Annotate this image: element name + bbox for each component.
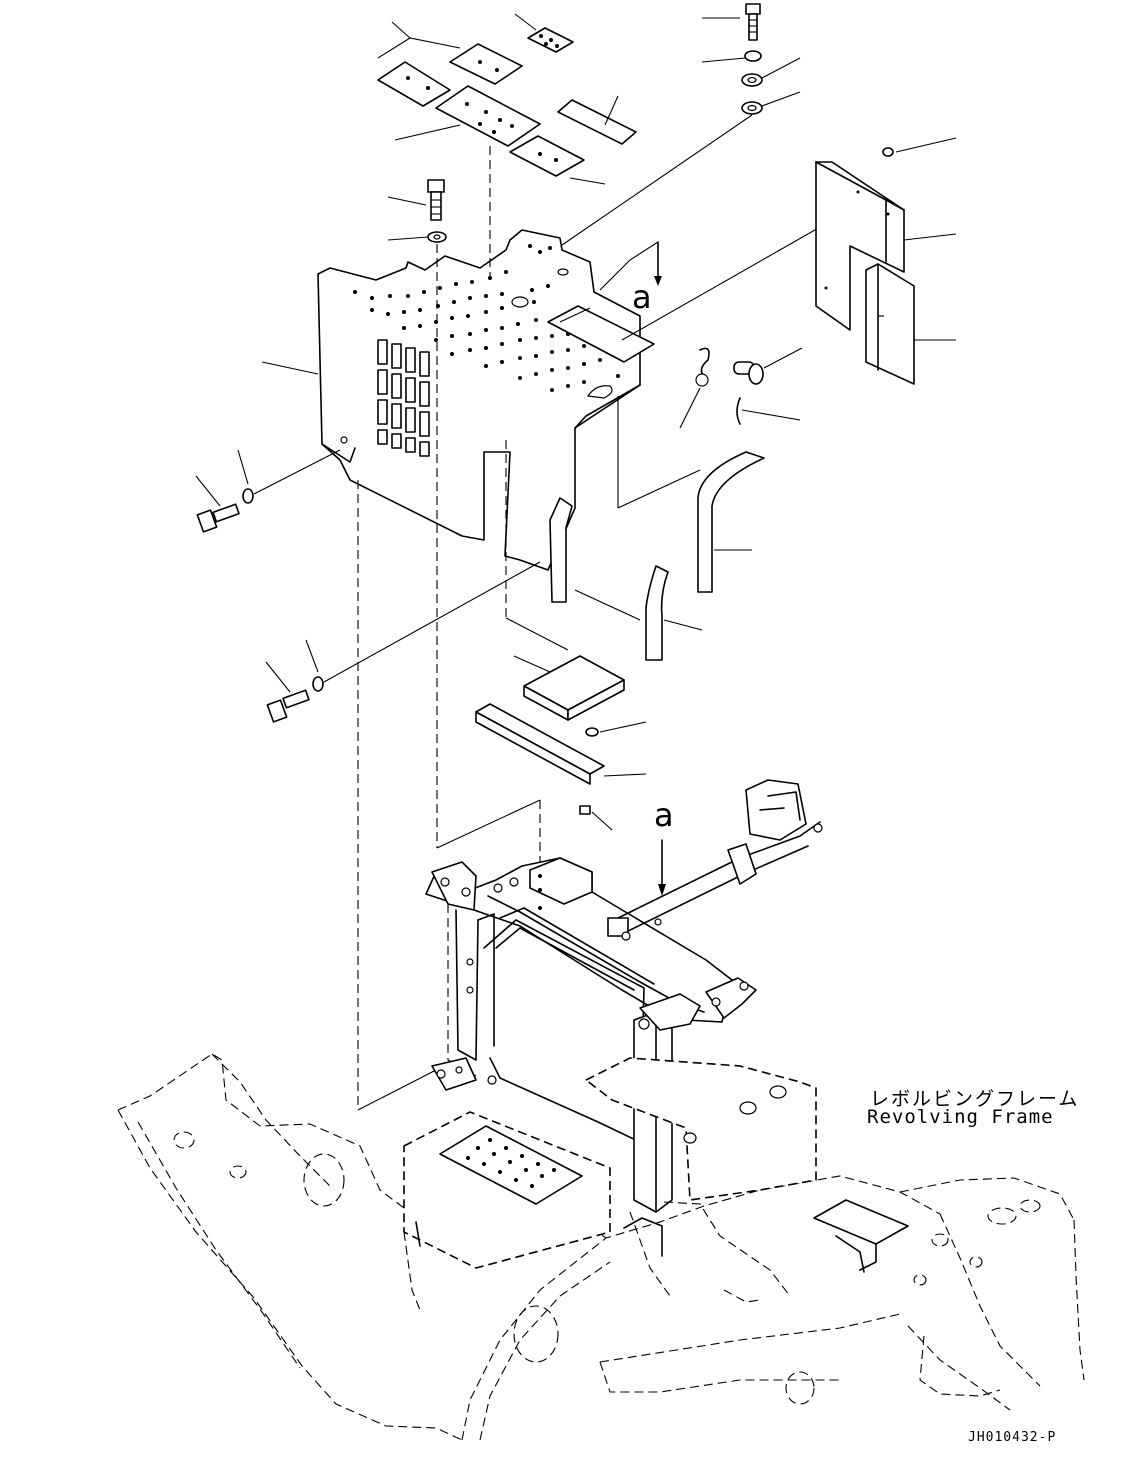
seal-strips xyxy=(549,451,765,661)
view-a-arrow-lower xyxy=(658,839,666,896)
bolt-washers-top xyxy=(561,3,801,246)
view-a-arrow-top xyxy=(599,241,662,291)
cover-holes xyxy=(340,244,620,444)
main-cover xyxy=(261,209,851,571)
drawing-code: JH010432-P xyxy=(968,1430,1057,1445)
revolving-frame xyxy=(117,1053,1085,1441)
view-marker-top: a xyxy=(632,278,652,316)
top-pads xyxy=(377,13,637,185)
blocks xyxy=(475,655,647,831)
side-bolts xyxy=(195,449,541,723)
alignment-lines xyxy=(357,146,701,1111)
cover-grille xyxy=(377,339,430,457)
latch-pin xyxy=(679,347,803,429)
frame-label-english: Revolving Frame xyxy=(867,1106,1054,1128)
side-pads xyxy=(815,137,957,385)
frame-label-japanese: レボルビングフレーム xyxy=(870,1088,1080,1110)
view-marker-lower: a xyxy=(654,796,674,834)
bolt-washer-left-top xyxy=(387,179,447,243)
